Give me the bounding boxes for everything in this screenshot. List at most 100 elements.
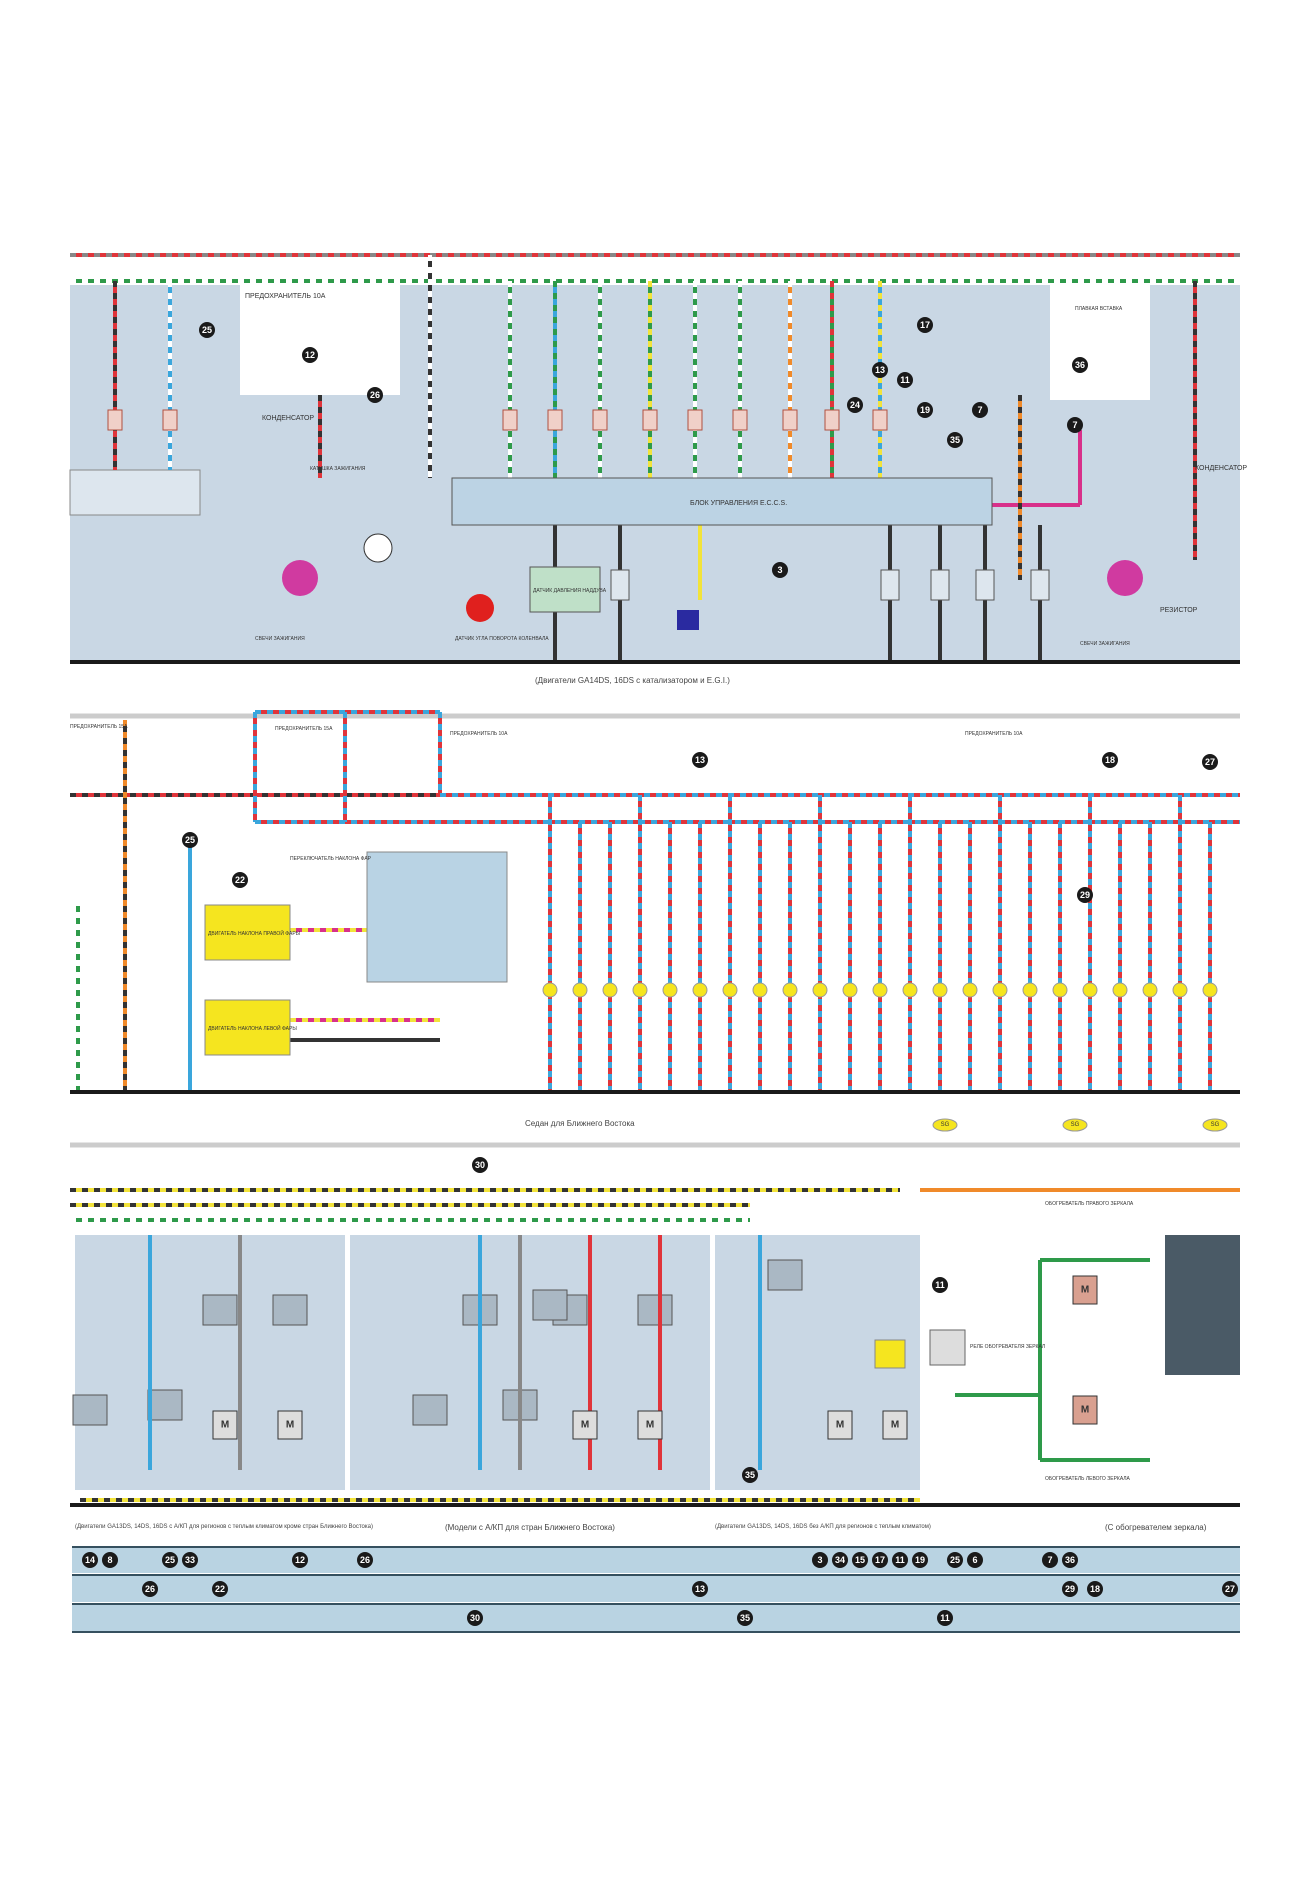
bulb-icon <box>902 982 918 998</box>
callout-marker <box>102 1552 118 1568</box>
connector-icon <box>610 569 630 601</box>
callout-number: 7 <box>977 405 982 415</box>
resistor-icon <box>872 409 888 431</box>
callout-number: 13 <box>875 365 885 375</box>
top-panel-left-box <box>69 469 201 516</box>
callout-marker <box>357 1552 373 1568</box>
bottom-panel: РЕЛЕ ОБОГРЕВАТЕЛЯ ЗЕРКАЛ ОБОГРЕВАТЕЛЬ ПР… <box>70 1157 1240 1532</box>
relay-icon <box>532 1289 568 1321</box>
motor-icon <box>1072 1275 1098 1305</box>
motor-symbol: М <box>221 1420 229 1431</box>
callout-number: 11 <box>895 1555 905 1565</box>
callout-marker <box>1102 752 1118 768</box>
callout-number: 11 <box>935 1280 945 1290</box>
right-headlamp-motor <box>204 904 291 961</box>
callout-number: 22 <box>215 1584 225 1594</box>
bulb-icon <box>1172 982 1188 998</box>
connector-icon <box>1030 569 1050 601</box>
callout-number: 3 <box>817 1555 822 1565</box>
spark-plugs-left-label: СВЕЧИ ЗАЖИГАНИЯ <box>255 636 305 642</box>
callout-marker <box>302 347 318 363</box>
bottom-caption-4: (С обогревателем зеркала) <box>1105 1523 1207 1532</box>
sg-badge-label: SG <box>1211 1122 1220 1128</box>
bulb-icon <box>872 982 888 998</box>
bottom-caption-2: (Модели с А/КП для стран Ближнего Восток… <box>445 1523 615 1532</box>
callout-marker <box>937 1610 953 1626</box>
callout-number: 15 <box>855 1555 865 1565</box>
callout-marker <box>1202 754 1218 770</box>
fuse-a-label: ПРЕДОХРАНИТЕЛЬ 15А <box>70 724 128 730</box>
callout-marker <box>467 1610 483 1626</box>
callout-number: 27 <box>1225 1584 1235 1594</box>
sedan-caption: Седан для Ближнего Востока <box>525 1119 635 1128</box>
callout-number: 34 <box>835 1555 845 1565</box>
connector-icon <box>930 569 950 601</box>
sg-badge-label: SG <box>941 1122 950 1128</box>
callout-marker <box>182 1552 198 1568</box>
callout-number: 19 <box>915 1555 925 1565</box>
callout-number: 29 <box>1080 890 1090 900</box>
callout-number: 12 <box>305 350 315 360</box>
resistor-icon <box>592 409 608 431</box>
connector-icon <box>880 569 900 601</box>
motor-icon <box>637 1410 663 1440</box>
callout-number: 36 <box>1065 1555 1075 1565</box>
relay-icon <box>202 1294 238 1326</box>
callout-marker <box>812 1552 828 1568</box>
callout-number: 13 <box>695 755 705 765</box>
bottom-panel-section-2 <box>350 1235 710 1490</box>
bulb-icon <box>692 982 708 998</box>
callout-number: 27 <box>1205 757 1215 767</box>
callout-marker <box>897 372 913 388</box>
callout-marker <box>232 872 248 888</box>
callout-marker <box>182 832 198 848</box>
bulb-icon <box>1022 982 1038 998</box>
callout-marker <box>947 432 963 448</box>
tachometer-icon <box>363 533 393 563</box>
callout-marker <box>212 1581 228 1597</box>
callout-marker <box>162 1552 178 1568</box>
index-band-row-2 <box>72 1576 1240 1602</box>
callout-number: 6 <box>972 1555 977 1565</box>
relay-icon <box>147 1389 183 1421</box>
bulb-icon <box>992 982 1008 998</box>
resistor-icon <box>162 409 178 431</box>
callout-marker <box>82 1552 98 1568</box>
connector-icon <box>874 1339 906 1369</box>
relay-icon <box>412 1394 448 1426</box>
fuse-b-label: ПРЕДОХРАНИТЕЛЬ 15А <box>275 726 333 732</box>
bulb-icon <box>842 982 858 998</box>
motor-symbol: М <box>286 1420 294 1431</box>
callout-marker <box>1042 1552 1058 1568</box>
callout-marker <box>1087 1581 1103 1597</box>
callout-marker <box>872 362 888 378</box>
callout-number: 19 <box>920 405 930 415</box>
callout-marker <box>472 1157 488 1173</box>
callout-number: 13 <box>695 1584 705 1594</box>
condenser-left-label: КОНДЕНСАТОР <box>262 415 314 422</box>
fuse-area-left <box>240 285 400 395</box>
relay-icon <box>637 1294 673 1326</box>
callout-marker <box>292 1552 308 1568</box>
callout-number: 26 <box>360 1555 370 1565</box>
mirror-relay <box>929 1329 966 1366</box>
callout-marker <box>772 562 788 578</box>
callout-marker <box>932 1277 948 1293</box>
callout-number: 25 <box>202 325 212 335</box>
index-band-row-3 <box>72 1605 1240 1631</box>
callout-marker <box>967 1552 983 1568</box>
callout-number: 17 <box>920 320 930 330</box>
callout-marker <box>142 1581 158 1597</box>
relay-icon <box>72 1394 108 1426</box>
callout-number: 25 <box>165 1555 175 1565</box>
callout-marker <box>917 402 933 418</box>
crank-angle-sensor-icon <box>466 594 494 622</box>
callout-marker <box>1077 887 1093 903</box>
callout-number: 14 <box>85 1555 95 1565</box>
callout-number: 26 <box>370 390 380 400</box>
callout-marker <box>1062 1552 1078 1568</box>
callout-number: 30 <box>475 1160 485 1170</box>
callout-number: 3 <box>777 565 782 575</box>
callout-marker <box>737 1610 753 1626</box>
callout-marker <box>832 1552 848 1568</box>
